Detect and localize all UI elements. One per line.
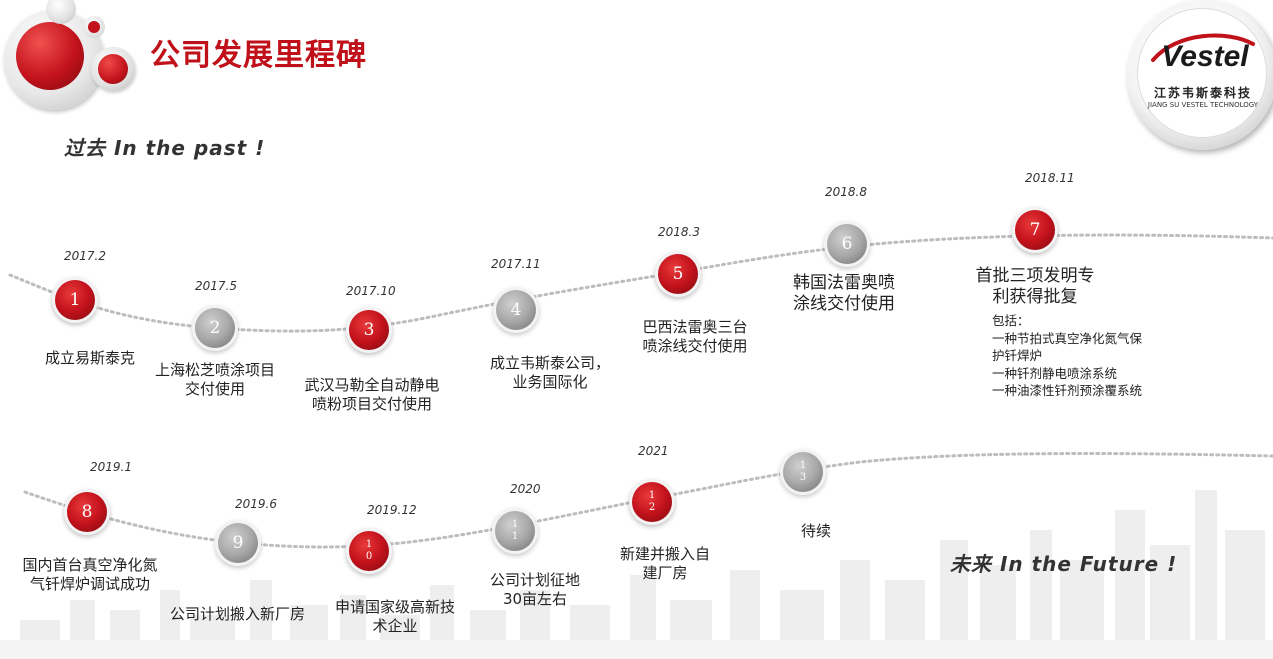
milestone-node-8: 8	[67, 492, 107, 532]
milestone-label-7: 首批三项发明专 利获得批复	[975, 266, 1095, 307]
past-heading: 过去 In the past !	[64, 136, 266, 160]
milestone-date-3: 2017.10	[346, 284, 396, 298]
milestone-node-13: 1 3	[783, 452, 823, 492]
milestone-label-13: 待续	[800, 522, 831, 540]
milestone-date-5: 2018.3	[658, 225, 700, 239]
milestone-label-5: 巴西法雷奥三台 喷涂线交付使用	[642, 318, 748, 355]
milestone-label-6: 韩国法雷奥喷 涂线交付使用	[793, 273, 895, 314]
milestone-date-2: 2017.5	[195, 279, 237, 293]
milestone-label-1: 成立易斯泰克	[44, 349, 135, 367]
future-heading: 未来 In the Future !	[950, 552, 1178, 576]
logo-english-name: JIANG SU VESTEL TECHNOLOGY	[1147, 101, 1259, 109]
milestone-label-8: 国内首台真空净化氮 气钎焊炉调试成功	[22, 556, 158, 593]
decorative-bubble-large-core	[16, 22, 84, 90]
page-title: 公司发展里程碑	[150, 38, 367, 73]
milestone-date-1: 2017.2	[64, 249, 106, 263]
milestone-label-3: 武汉马勒全自动静电 喷粉项目交付使用	[304, 376, 440, 413]
milestone-date-11: 2020	[510, 482, 541, 496]
city-skyline-background	[0, 490, 1273, 659]
milestone-date-9: 2019.6	[235, 497, 277, 511]
milestone-node-12: 1 2	[632, 482, 672, 522]
decorative-bubble-small-core	[88, 21, 100, 33]
milestone-node-9: 9	[218, 523, 258, 563]
milestone-node-3: 3	[349, 310, 389, 350]
milestone-node-11: 1 1	[495, 511, 535, 551]
milestone-date-7: 2018.11	[1025, 171, 1075, 185]
milestone-node-1: 1	[55, 280, 95, 320]
logo-swoosh-icon	[1151, 33, 1255, 62]
logo-brand: Vestel	[1161, 40, 1249, 73]
milestone-date-10: 2019.12	[367, 503, 417, 517]
milestone-node-10: 1 0	[349, 531, 389, 571]
milestone-label-12: 新建并搬入自 建厂房	[619, 545, 710, 582]
milestone-node-5: 5	[658, 254, 698, 294]
logo-chinese-name: 江苏韦斯泰科技	[1153, 86, 1252, 100]
milestone-node-4: 4	[496, 290, 536, 330]
milestone-date-12: 2021	[638, 444, 669, 458]
decorative-bubble-top	[46, 0, 76, 24]
milestone-node-6: 6	[827, 224, 867, 264]
milestone-date-6: 2018.8	[825, 185, 867, 199]
milestone-node-2: 2	[195, 308, 235, 348]
milestone-date-8: 2019.1	[90, 460, 132, 474]
milestone-label-10: 申请国家级高新技 术企业	[334, 598, 455, 635]
milestone-label-11: 公司计划征地 30亩左右	[489, 571, 580, 608]
timeline-curve-future	[23, 452, 1273, 549]
milestone-node-7: 7	[1015, 210, 1055, 250]
milestone-7-details: 包括： 一种节拍式真空净化氮气保 护钎焊炉 一种钎剂静电喷涂系统 一种油漆性钎剂…	[992, 313, 1143, 398]
milestone-label-9: 公司计划搬入新厂房	[169, 605, 305, 623]
milestone-date-4: 2017.11	[491, 257, 541, 271]
milestone-label-2: 上海松芝喷涂项目 交付使用	[154, 361, 275, 398]
decorative-bubble-medium-core	[98, 54, 128, 84]
milestone-label-4: 成立韦斯泰公司， 业务国际化	[489, 354, 610, 391]
company-logo-inner	[1137, 8, 1267, 138]
